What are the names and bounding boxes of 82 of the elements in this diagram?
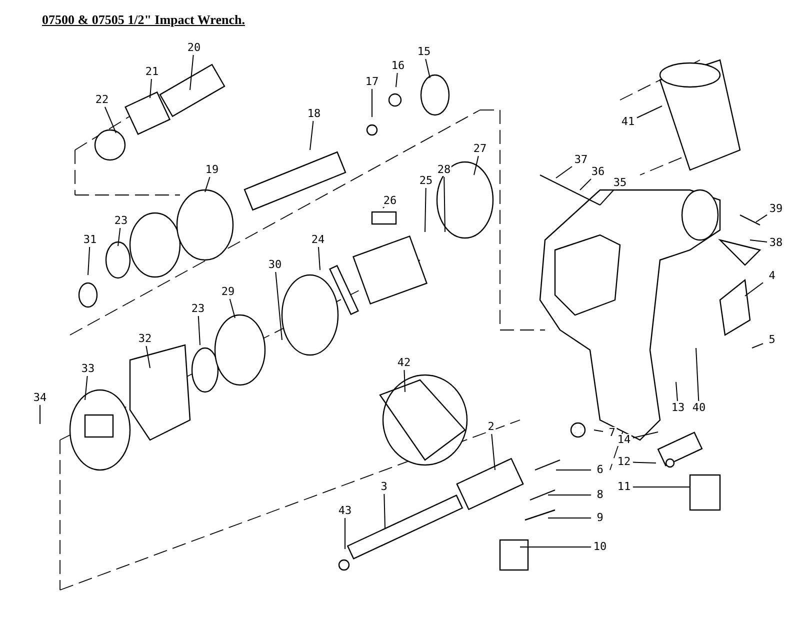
- leader-line: [444, 176, 446, 232]
- leader-line: [752, 343, 764, 348]
- leader-line: [756, 214, 768, 222]
- drawing-title: 07500 & 07505 1/2" Impact Wrench.: [42, 12, 245, 28]
- callout-number: 17: [364, 76, 380, 88]
- leader-line: [636, 106, 662, 118]
- leader-line: [275, 272, 282, 340]
- callout-number: 8: [596, 489, 604, 501]
- leader-line: [520, 546, 592, 548]
- leader-line: [676, 382, 678, 402]
- callout-number: 3: [380, 481, 388, 493]
- leader-line: [396, 72, 398, 88]
- leader-line: [146, 346, 150, 368]
- callout-number: 41: [620, 116, 636, 128]
- callout-number: 14: [616, 434, 632, 446]
- leader-line: [556, 166, 572, 178]
- callout-number: 40: [691, 402, 707, 414]
- callout-number: 16: [390, 60, 406, 72]
- callout-number: 42: [396, 357, 412, 369]
- leader-line: [384, 494, 386, 528]
- callout-number: 25: [418, 175, 434, 187]
- leader-line: [594, 430, 604, 432]
- leader-line: [696, 348, 700, 402]
- callout-number: 19: [204, 164, 220, 176]
- leader-line: [190, 54, 194, 90]
- leader-line: [548, 494, 592, 496]
- callout-number: 26: [382, 195, 398, 207]
- callout-number: 43: [337, 505, 353, 517]
- leader-line: [344, 518, 346, 550]
- callout-number: 30: [267, 259, 283, 271]
- leader-line: [632, 462, 656, 464]
- callout-number: 10: [592, 541, 608, 553]
- callout-number: 31: [82, 234, 98, 246]
- callout-number: 20: [186, 42, 202, 54]
- callout-number: 38: [768, 237, 784, 249]
- leader-line: [310, 120, 314, 150]
- callout-number: 7: [608, 427, 616, 439]
- callout-number: 29: [220, 286, 236, 298]
- leader-line: [425, 58, 430, 78]
- callout-number: 32: [137, 333, 153, 345]
- callout-number: 27: [472, 143, 488, 155]
- callout-number: 35: [612, 177, 628, 189]
- callout-number: 4: [768, 270, 776, 282]
- leader-line: [600, 190, 614, 206]
- callout-number: 36: [590, 166, 606, 178]
- callout-number: 37: [573, 154, 589, 166]
- callout-number: 12: [616, 456, 632, 468]
- callout-number: 39: [768, 203, 784, 215]
- callout-number: 15: [416, 46, 432, 58]
- leader-line: [318, 246, 320, 270]
- callout-number: 5: [768, 334, 776, 346]
- callout-number: 28: [436, 164, 452, 176]
- leader-line: [84, 376, 88, 400]
- leader-line: [744, 282, 764, 296]
- leader-line: [404, 370, 406, 392]
- leader-line: [104, 106, 116, 134]
- callout-number: 2: [486, 421, 496, 433]
- leader-line: [88, 246, 90, 276]
- leader-line: [580, 178, 592, 190]
- leader-line: [204, 176, 210, 192]
- callout-number: 13: [670, 402, 686, 414]
- leader-line: [150, 78, 152, 98]
- leader-line: [198, 316, 200, 346]
- callout-number: 34: [32, 392, 48, 404]
- callout-number: 18: [306, 108, 322, 120]
- callout-number: 22: [94, 94, 110, 106]
- callout-number: 33: [80, 363, 96, 375]
- callout-number: 11: [616, 481, 632, 493]
- leader-line: [632, 432, 658, 438]
- leader-line: [424, 188, 426, 232]
- callout-number: 23: [190, 303, 206, 315]
- leader-line: [632, 486, 690, 488]
- leader-line: [229, 298, 236, 318]
- leader-line: [491, 434, 496, 470]
- callout-number: 6: [596, 464, 604, 476]
- leader-line: [474, 156, 479, 176]
- callout-number: 9: [596, 512, 604, 524]
- leader-line: [750, 240, 768, 242]
- leader-line: [118, 228, 121, 246]
- callout-number: 24: [310, 234, 326, 246]
- callout-number: 21: [144, 66, 160, 78]
- callout-number: 23: [113, 215, 129, 227]
